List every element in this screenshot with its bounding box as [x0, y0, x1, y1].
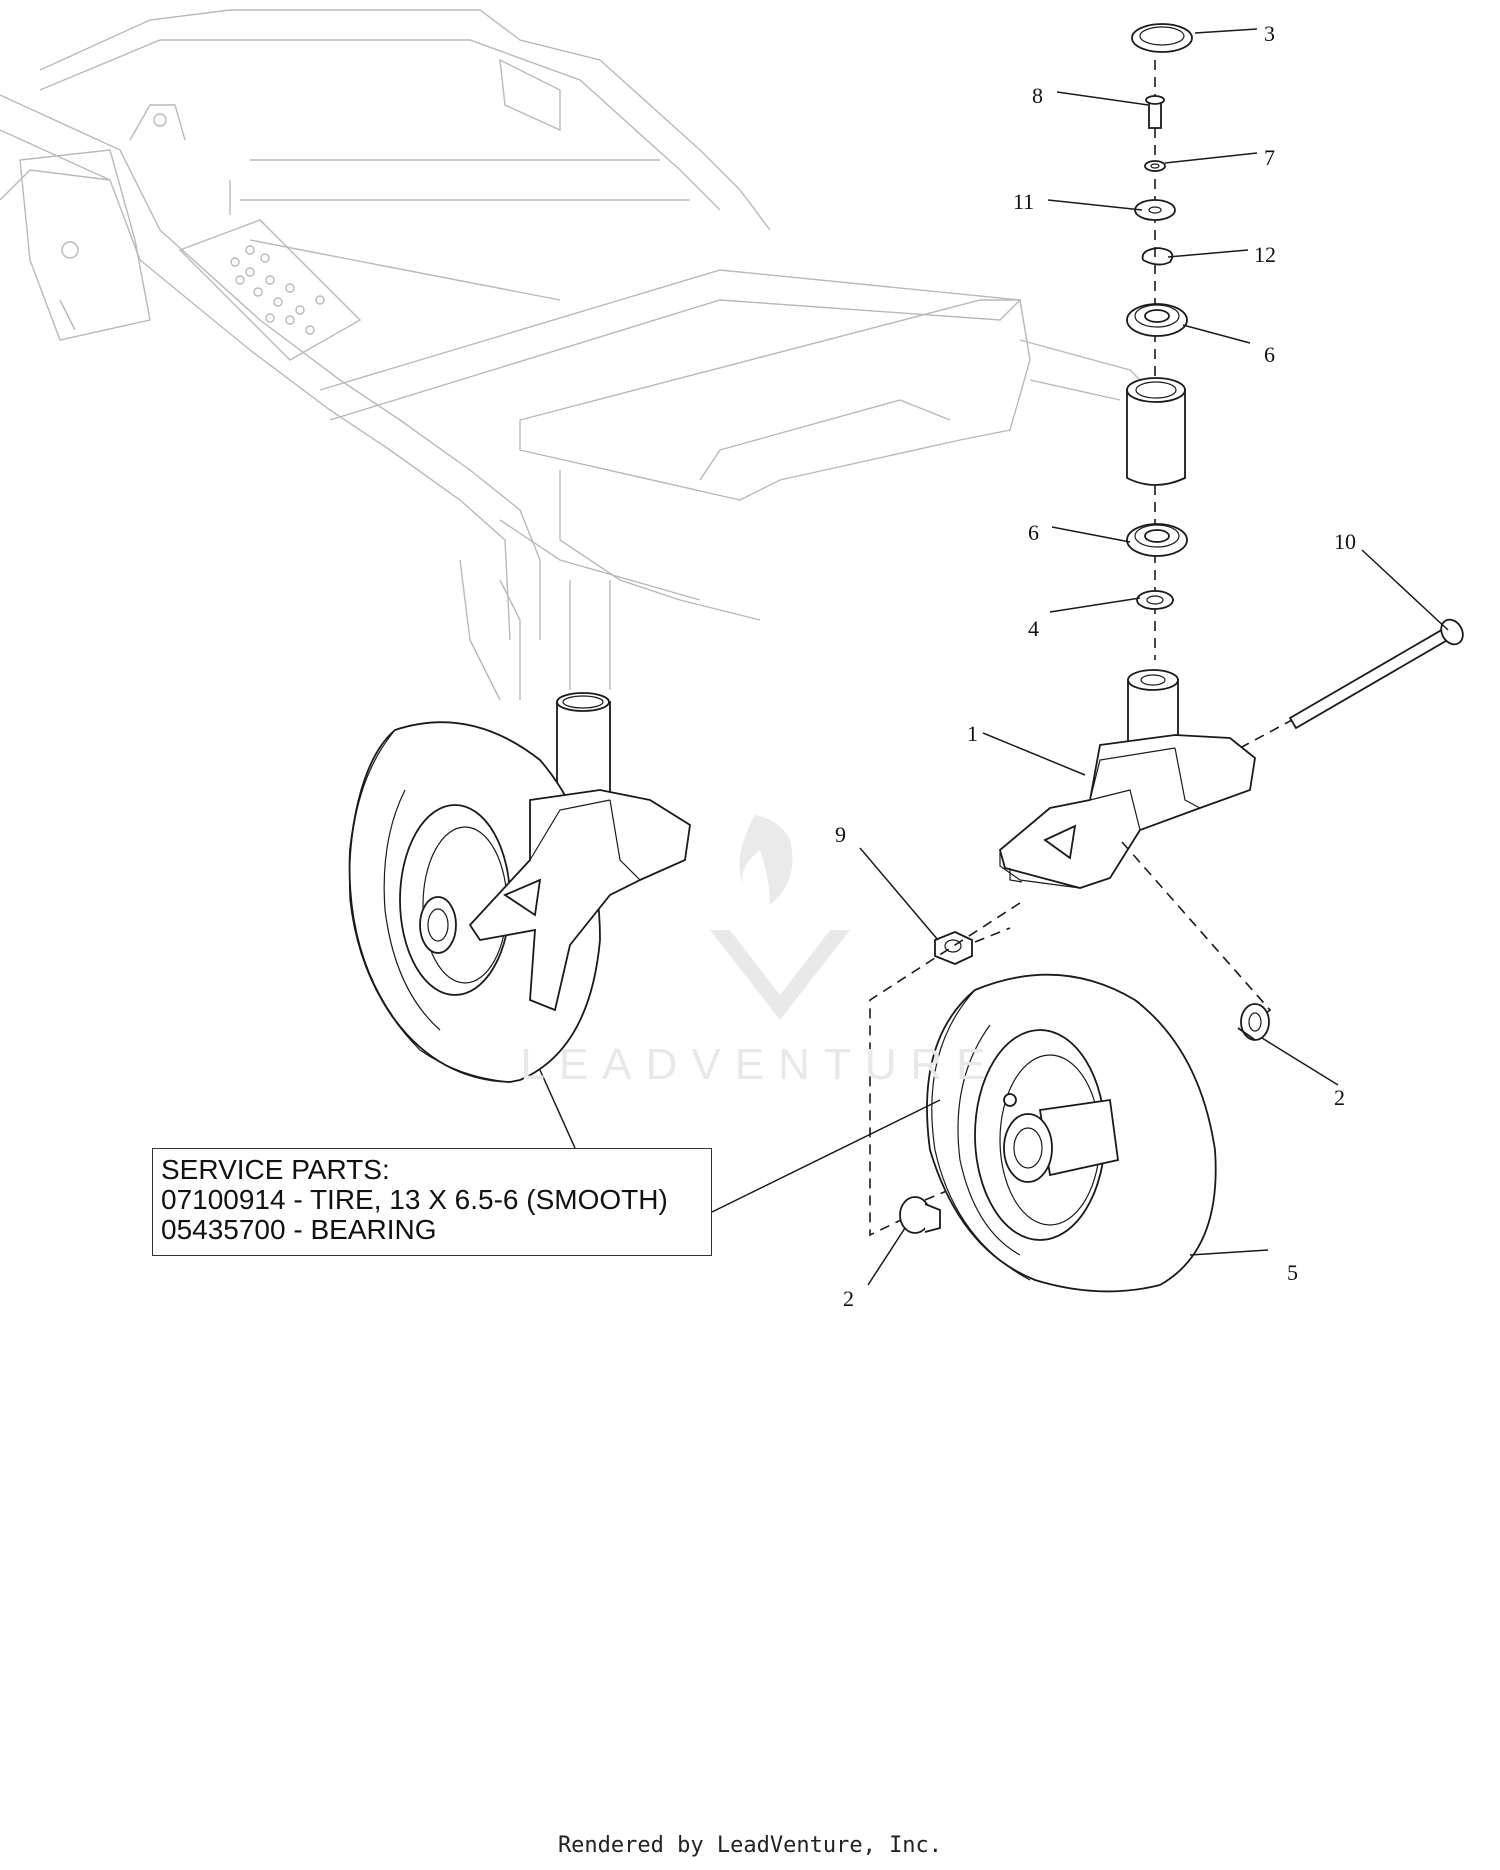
mower-frame-background — [0, 9, 1141, 701]
wheel-spacer-right — [1237, 1003, 1270, 1041]
callout-2-left: 2 — [843, 1286, 854, 1311]
callout-1: 1 — [967, 721, 978, 746]
lower-bearing — [1126, 523, 1188, 557]
callout-10: 10 — [1334, 529, 1356, 554]
callout-8: 8 — [1032, 83, 1043, 108]
callout-4: 4 — [1028, 616, 1039, 641]
dust-cap — [1131, 23, 1193, 53]
callout-3: 3 — [1264, 21, 1275, 46]
service-parts-bearing: 05435700 - BEARING — [161, 1214, 437, 1245]
leader-lines — [539, 28, 1449, 1286]
exploded-wheel-tire — [926, 973, 1217, 1293]
callout-5: 5 — [1287, 1260, 1298, 1285]
callout-11: 11 — [1013, 189, 1034, 214]
lock-washer — [1144, 160, 1166, 172]
upper-bearing — [1126, 303, 1188, 337]
service-parts-tire: 07100914 - TIRE, 13 X 6.5-6 (SMOOTH) — [161, 1184, 668, 1215]
watermark-text: LEADVENTURE — [520, 1040, 1000, 1089]
wheel-spacer-left — [899, 1196, 941, 1234]
caster-fork — [998, 669, 1256, 889]
callout-2-right: 2 — [1334, 1085, 1345, 1110]
callout-9: 9 — [835, 822, 846, 847]
service-parts-box: SERVICE PARTS: 07100914 - TIRE, 13 X 6.5… — [152, 1148, 712, 1256]
thrust-washer — [1136, 590, 1174, 610]
callout-6-lower: 6 — [1028, 520, 1039, 545]
callout-6-upper: 6 — [1264, 342, 1275, 367]
grease-fitting — [1145, 95, 1165, 129]
axle-bolt — [1239, 618, 1464, 749]
callout-labels: 3 8 7 11 12 6 6 4 10 1 9 2 2 5 — [835, 21, 1356, 1311]
spacer-tube — [1126, 377, 1186, 486]
callout-7: 7 — [1264, 145, 1275, 170]
assembled-caster-wheel — [348, 692, 691, 1083]
retaining-ring — [1141, 247, 1174, 266]
watermark-logo — [710, 815, 850, 1020]
service-parts-heading: SERVICE PARTS: — [161, 1154, 390, 1185]
callout-12: 12 — [1254, 242, 1276, 267]
render-credit-footer: Rendered by LeadVenture, Inc. — [557, 1833, 943, 1858]
